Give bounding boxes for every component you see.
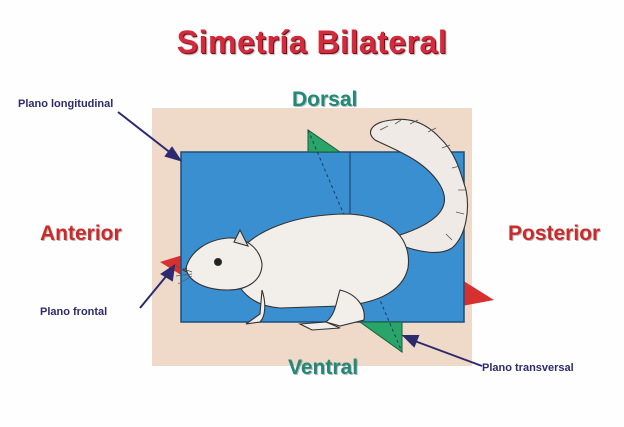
page-title: Simetría Bilateral — [0, 24, 624, 61]
label-plano-longitudinal: Plano longitudinal — [18, 98, 113, 110]
label-plano-frontal: Plano frontal — [40, 306, 107, 318]
label-dorsal: Dorsal — [292, 88, 357, 112]
squirrel-eye — [215, 259, 222, 266]
label-plano-transversal: Plano transversal — [482, 362, 574, 374]
label-posterior: Posterior — [508, 222, 600, 246]
label-anterior: Anterior — [40, 222, 122, 246]
longitudinal-plane-back-wedge — [462, 280, 494, 306]
label-ventral: Ventral — [288, 356, 358, 380]
